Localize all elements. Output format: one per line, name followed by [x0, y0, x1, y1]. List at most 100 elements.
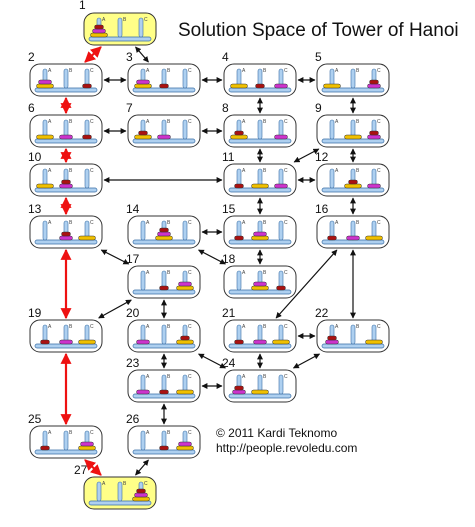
peg [117, 481, 123, 502]
disk-medium [367, 83, 381, 89]
disk-large [323, 83, 341, 89]
peg-label: A [48, 220, 52, 226]
disk-medium [134, 492, 148, 498]
disk-large [36, 83, 54, 89]
peg-label: B [356, 220, 360, 226]
peg-base [34, 239, 98, 245]
disk-medium [274, 183, 288, 189]
disk-large [344, 134, 362, 140]
peg-label: B [263, 374, 267, 380]
state-number: 27 [74, 463, 88, 477]
peg-label: C [284, 374, 288, 380]
disk-medium [367, 183, 381, 189]
transition-edge [100, 249, 130, 265]
disk-large [251, 183, 269, 189]
disk-medium [38, 79, 52, 85]
disk-large [272, 339, 290, 345]
peg-label: B [263, 119, 267, 125]
disk-small [136, 488, 146, 494]
state-node-7: A B C 7 [126, 101, 201, 148]
peg-label: A [242, 324, 246, 330]
peg-label: A [146, 270, 150, 276]
disk-medium [59, 339, 73, 345]
peg-base [34, 87, 98, 93]
transition-edge [198, 353, 226, 369]
disk-small [61, 179, 71, 185]
peg-label: C [377, 168, 381, 174]
peg-label: C [90, 168, 94, 174]
peg-label: C [284, 168, 288, 174]
peg-label: B [263, 168, 267, 174]
peg-base [132, 239, 196, 245]
peg-label: C [144, 481, 148, 487]
peg-label: A [48, 68, 52, 74]
peg-label: C [188, 324, 192, 330]
disk-small [40, 445, 50, 451]
disk-large [365, 339, 383, 345]
peg-label: C [284, 119, 288, 125]
peg-label: C [284, 270, 288, 276]
peg [182, 68, 188, 89]
peg-base [132, 449, 196, 455]
peg-label: A [242, 374, 246, 380]
peg-base [228, 393, 292, 399]
peg-label: C [188, 374, 192, 380]
peg-base [321, 187, 385, 193]
peg-label: C [188, 119, 192, 125]
peg-label: A [335, 220, 339, 226]
peg-label: A [242, 119, 246, 125]
peg-label: A [48, 430, 52, 436]
peg-label: B [167, 68, 171, 74]
disk-large [132, 496, 150, 502]
state-number: 7 [126, 101, 133, 115]
peg-label: C [188, 430, 192, 436]
transition-edge [98, 299, 132, 319]
peg [63, 430, 69, 451]
disk-large [78, 445, 96, 451]
peg-label: B [167, 119, 171, 125]
disk-medium [367, 134, 381, 140]
peg-base [228, 87, 292, 93]
peg-label: A [146, 119, 150, 125]
peg-base [228, 239, 292, 245]
peg-label: C [90, 324, 94, 330]
disk-small [255, 83, 265, 89]
disk-small [138, 130, 148, 136]
peg-label: A [146, 68, 150, 74]
peg [329, 119, 335, 140]
state-number: 4 [222, 50, 229, 64]
peg-label: B [123, 17, 127, 23]
peg-base [228, 289, 292, 295]
disk-large [230, 83, 248, 89]
state-number: 15 [222, 202, 236, 216]
peg-label: C [188, 68, 192, 74]
peg-base [321, 138, 385, 144]
disk-medium [253, 281, 267, 287]
peg-label: B [167, 270, 171, 276]
disk-medium [92, 28, 106, 34]
peg [182, 119, 188, 140]
state-number: 16 [315, 202, 329, 216]
state-number: 19 [28, 306, 42, 320]
disk-large [36, 183, 54, 189]
transition-edge [293, 148, 320, 163]
disk-medium [253, 339, 267, 345]
peg-label: C [188, 270, 192, 276]
peg-label: C [377, 220, 381, 226]
peg-label: B [69, 324, 73, 330]
peg [117, 17, 123, 38]
state-number: 14 [126, 202, 140, 216]
peg-label: C [90, 119, 94, 125]
peg-label: C [284, 220, 288, 226]
peg-base [34, 187, 98, 193]
disk-large [344, 183, 362, 189]
